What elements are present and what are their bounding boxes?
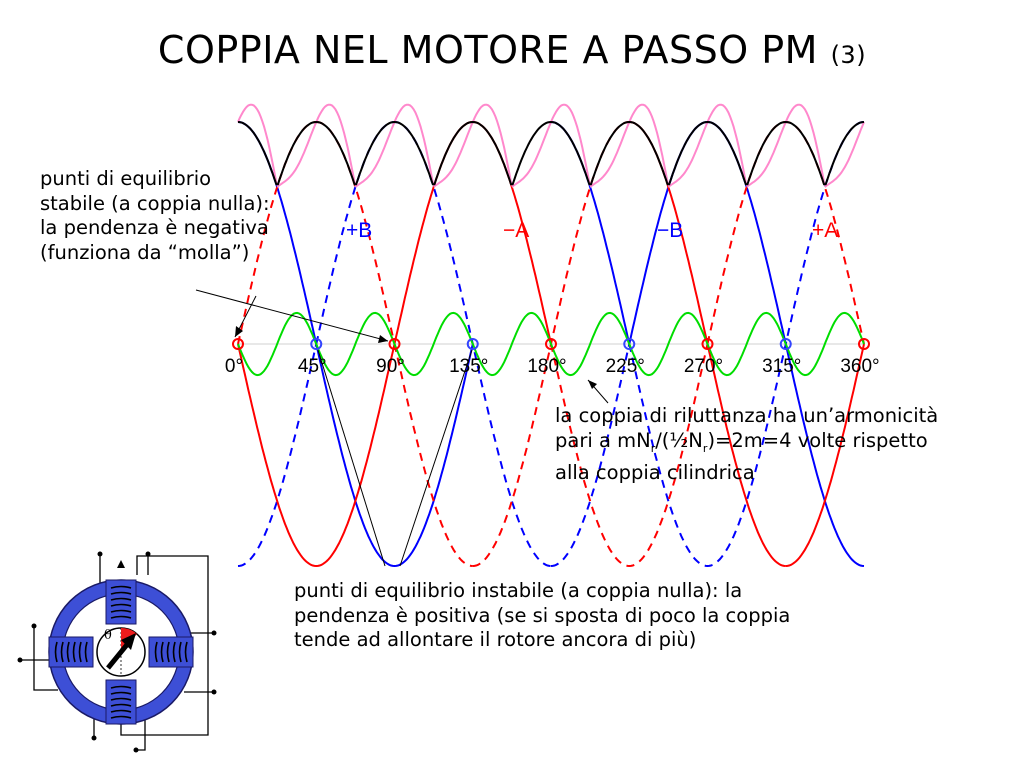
unstable-equilibrium-note: punti di equilibrio instabile (a coppia … [294,579,790,653]
curve-envelope [237,120,865,186]
title-text: COPPIA NEL MOTORE A PASSO PM [157,28,818,72]
angle-label: 270° [684,356,723,377]
angle-label: 90° [376,356,405,377]
note-line: stabile (a coppia nulla): [40,191,270,215]
theta-label: θ [104,628,112,643]
stable-point-marker [545,338,557,350]
angle-label: 0° [225,356,243,377]
curve-phase-b [550,121,631,345]
angle-label: 315° [762,356,801,377]
subscript: r [650,441,656,455]
note-line: la pendenza è negativa [40,216,269,239]
torque-curves [237,103,865,568]
curve-phase-a [785,343,865,567]
note-line: la coppia di riluttanza ha un’armonicità [555,404,939,427]
stable-point-marker [388,338,401,350]
annotation-lines [195,289,609,567]
curve-phase-a [237,343,396,568]
pole-windings [54,585,188,719]
reluctance-torque-note: la coppia di riluttanza ha un’armonicità… [555,404,938,485]
curve-envelope-with-reluctance [237,103,865,188]
phase-labels: +B −A −B +A [346,219,838,242]
phase-label-plus-b: +B [346,219,372,242]
title-number: (3) [830,41,867,69]
note-text: )=2m=4 volte rispetto [707,428,928,452]
angle-label: 45° [298,356,327,377]
curve-phase-a-dashed [550,343,709,568]
unstable-point-marker [623,338,636,350]
rotor-arrow-icon [121,633,136,650]
arrowhead [378,335,388,343]
angle-label: 135° [449,356,488,377]
note-line: punti di equilibrio [40,167,212,190]
terminals [17,551,217,753]
curve-phase-b [628,120,787,345]
angle-label: 225° [606,356,645,377]
stable-point-marker [232,338,244,350]
phase-label-minus-b: −B [657,219,683,242]
slide-title: COPPIA NEL MOTORE A PASSO PM (3) [0,28,1024,72]
note-line: punti di equilibrio instabile (a coppia … [294,579,743,602]
note-text: pari a mN [555,428,651,452]
curve-phase-a-dashed [706,120,865,345]
unstable-point-marker [466,338,479,350]
arrowhead [588,380,597,389]
stable-equilibrium-note: punti di equilibrio stabile (a coppia nu… [40,167,270,265]
unstable-point-marker [310,338,323,350]
curve-phase-a-dashed [393,343,473,567]
angle-label: 180° [527,356,566,377]
curve-phase-b [315,343,474,568]
arrow-line-stable-90 [195,289,389,342]
stable-point-marker [701,338,714,350]
leader-line-135 [399,349,473,567]
rotor-arrow-shaft [106,639,132,670]
note-line: (funziona da “molla”) [40,240,250,264]
stepper-motor-schematic: θ [17,551,217,753]
angle-label: 360° [840,356,879,377]
note-line: alla coppia cilindrica [555,460,755,484]
leader-line-45 [317,349,386,567]
angle-tick-labels: 0° 45° 90° 135° 180° 225° 270° 315° 360° [225,356,880,377]
equilibrium-markers [232,338,870,350]
note-text: /(½N [655,428,703,452]
note-line: tende ad allontare il rotore ancora di p… [294,628,697,651]
phase-label-plus-a: +A [812,219,838,242]
unstable-point-marker [779,338,792,350]
curve-phase-b-dashed [315,120,552,567]
curve-reluctance-torque [237,311,865,377]
arrowhead [235,326,243,337]
subscript: r [702,441,708,455]
curve-phase-b-dashed [550,343,631,567]
stable-point-marker [858,338,870,350]
curve-phase-b-dashed [237,343,318,567]
note-line: pari a mNr/(½Nr)=2m=4 volte rispetto [555,429,938,461]
curve-phase-b-dashed [628,121,865,568]
phase-label-minus-a: −A [503,219,529,242]
note-line: pendenza è positiva (se si sposta di poc… [294,603,791,627]
pointer-triangle-icon [117,560,125,568]
